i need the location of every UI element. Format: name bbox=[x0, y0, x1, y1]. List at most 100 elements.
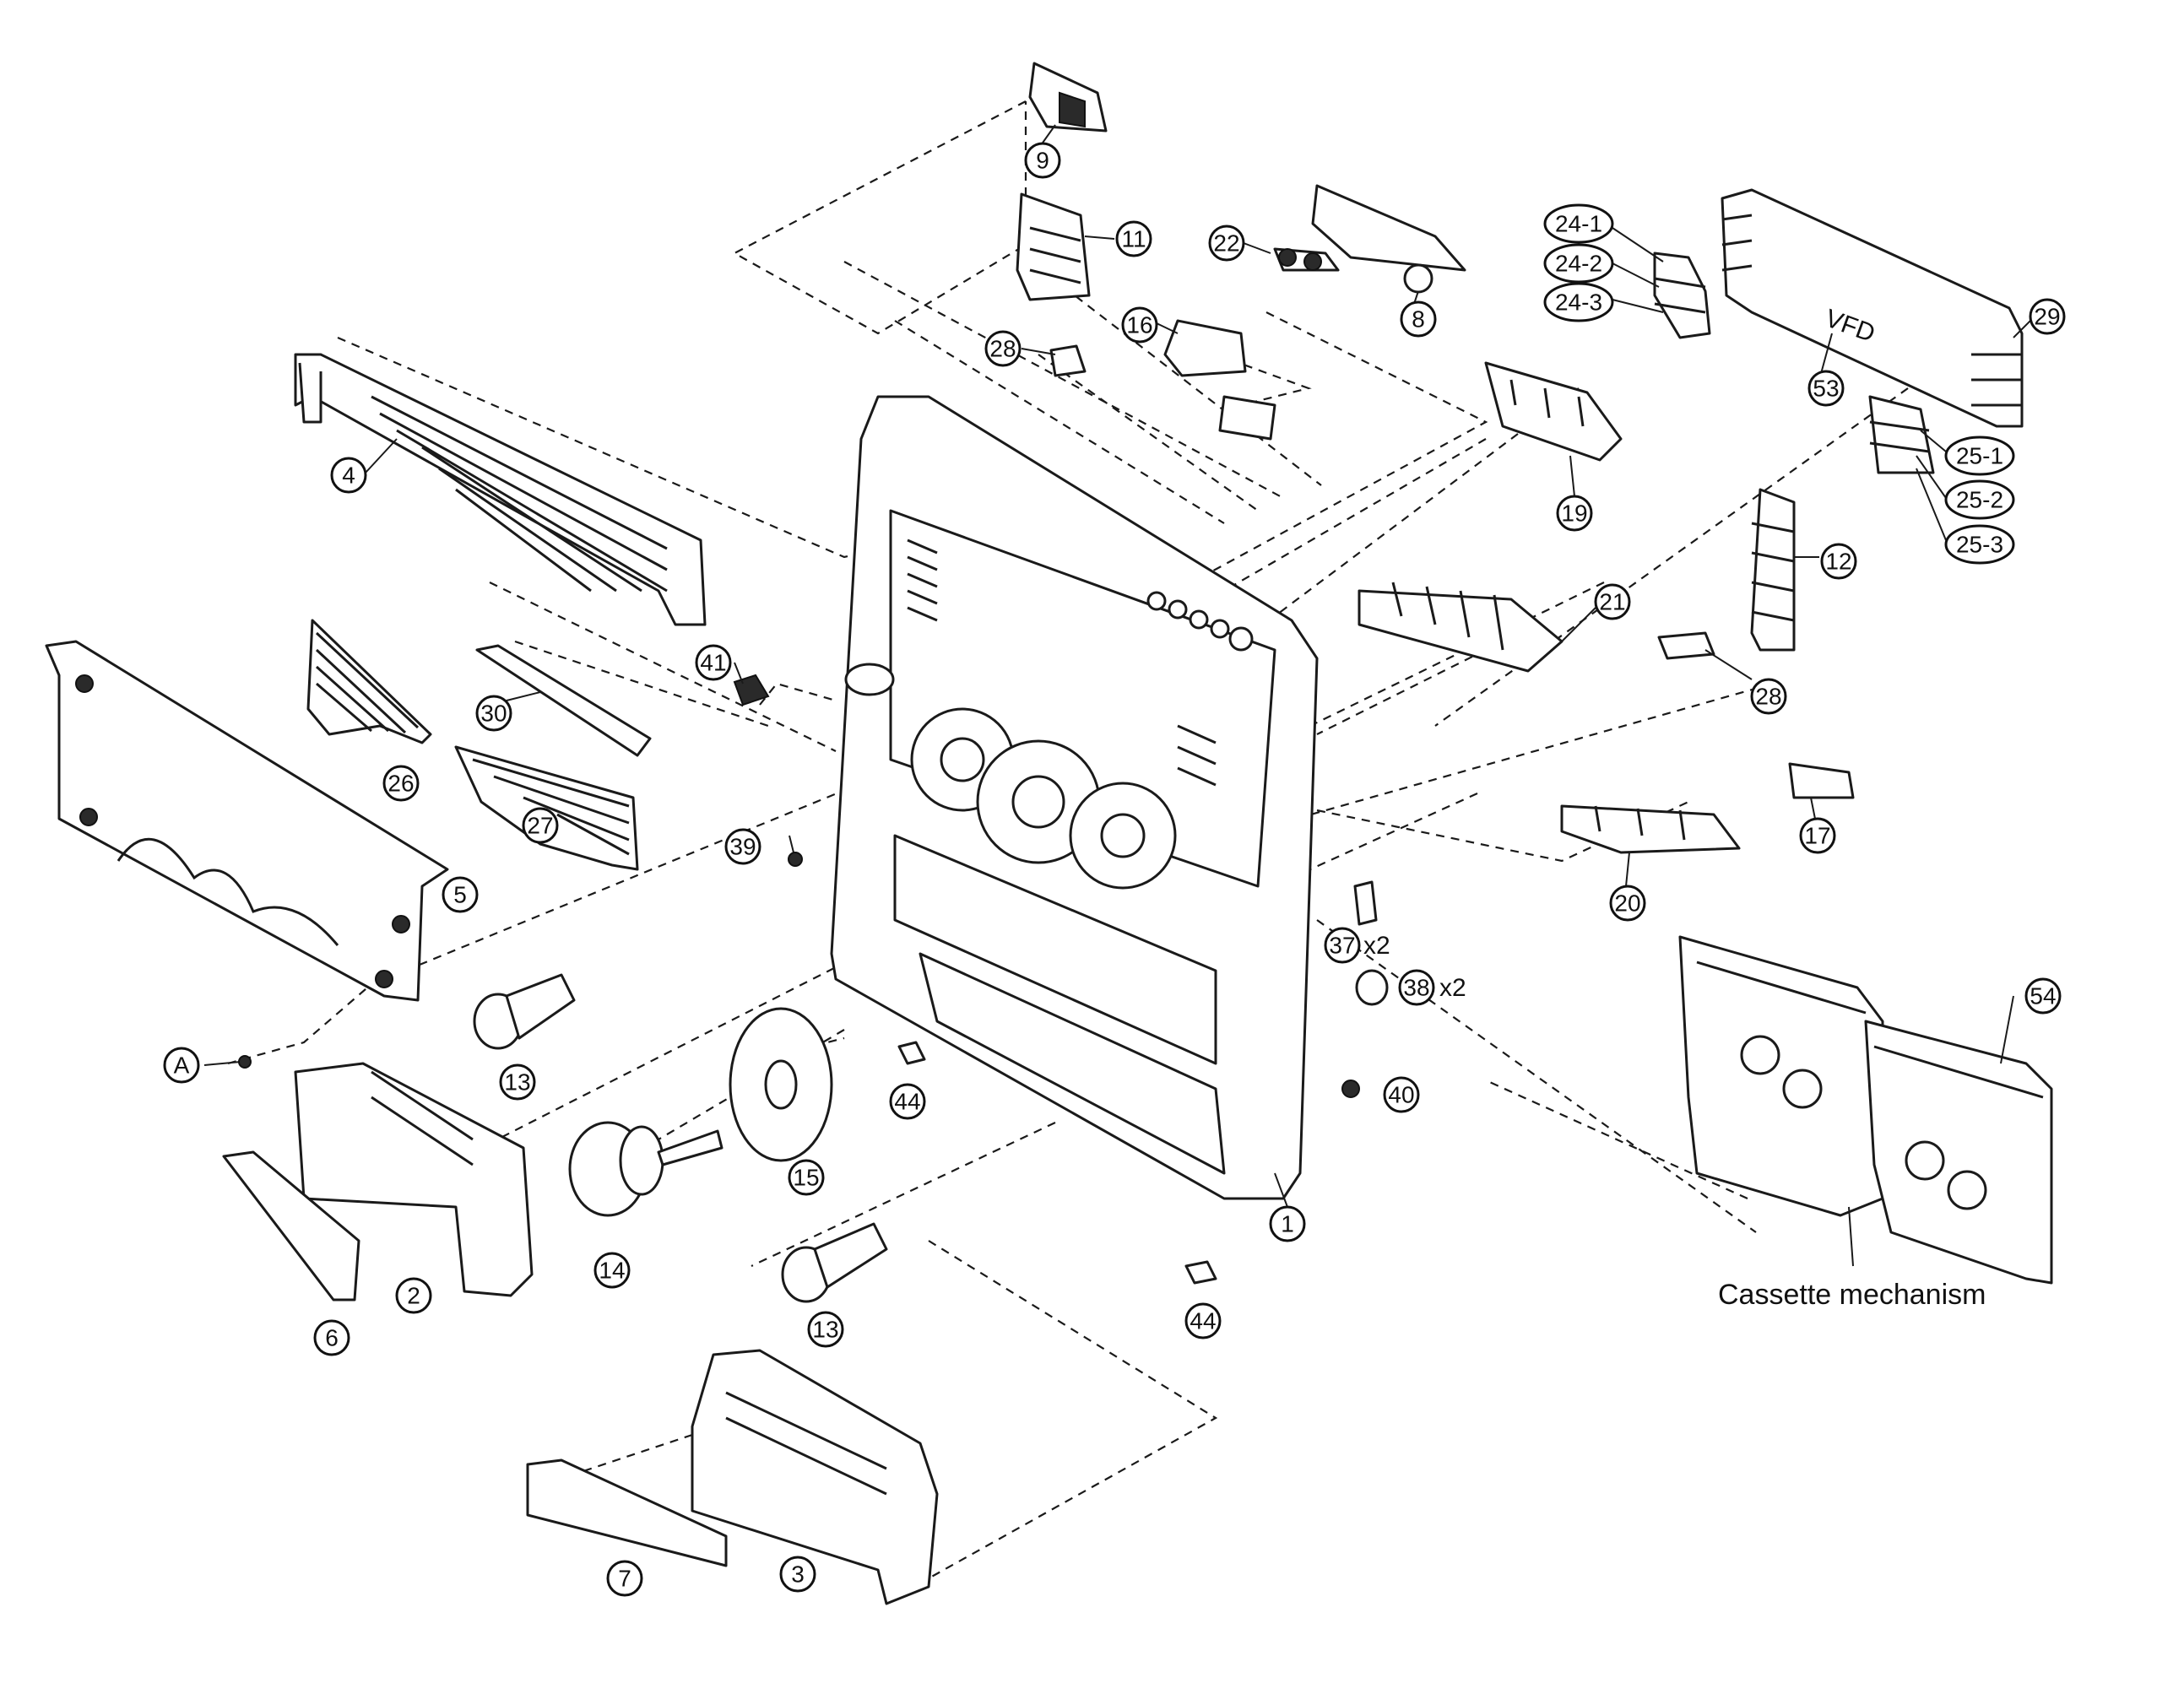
part-17-switch bbox=[1788, 762, 1855, 799]
part-24-buttons bbox=[1653, 252, 1711, 339]
part-44-pad-upper bbox=[897, 1041, 926, 1065]
callout-37: 37 bbox=[1324, 927, 1361, 964]
svg-text:16: 16 bbox=[1126, 312, 1152, 338]
part-37-clip bbox=[1353, 880, 1378, 926]
svg-text:A: A bbox=[174, 1053, 190, 1079]
callout-25-1: 25-1 bbox=[1944, 436, 2015, 476]
callout-3: 3 bbox=[779, 1556, 816, 1593]
callout-54: 54 bbox=[2024, 977, 2062, 1015]
svg-text:53: 53 bbox=[1813, 376, 1839, 402]
svg-text:13: 13 bbox=[504, 1069, 530, 1096]
callout-14: 14 bbox=[593, 1252, 631, 1289]
svg-text:11: 11 bbox=[1121, 226, 1146, 252]
callout-9: 9 bbox=[1024, 142, 1061, 179]
svg-text:44: 44 bbox=[1190, 1308, 1216, 1334]
svg-text:54: 54 bbox=[2030, 983, 2056, 1009]
svg-text:8: 8 bbox=[1412, 306, 1425, 333]
callout-16: 16 bbox=[1121, 306, 1158, 344]
part-8-switch-block bbox=[1311, 184, 1466, 294]
callout-40: 40 bbox=[1383, 1076, 1420, 1113]
part-53-vfd-display: VFD bbox=[1721, 188, 2024, 428]
part-27-grill bbox=[454, 745, 639, 871]
screw-a bbox=[203, 1055, 252, 1069]
svg-text:25-2: 25-2 bbox=[1956, 487, 2003, 513]
svg-text:7: 7 bbox=[618, 1566, 631, 1592]
part-14-knob bbox=[568, 1121, 723, 1217]
part-40-spring bbox=[1341, 1080, 1360, 1098]
callout-4: 4 bbox=[330, 457, 367, 494]
svg-text:15: 15 bbox=[793, 1165, 819, 1191]
callout-38: 38 bbox=[1398, 969, 1435, 1006]
callout-13-lower: 13 bbox=[807, 1311, 844, 1348]
svg-text:20: 20 bbox=[1614, 890, 1640, 917]
svg-text:26: 26 bbox=[387, 771, 414, 797]
part-25-switches bbox=[1868, 395, 1935, 474]
part-30-strip bbox=[475, 644, 652, 757]
callout-13-upper: 13 bbox=[499, 1063, 536, 1101]
svg-text:25-1: 25-1 bbox=[1956, 443, 2003, 469]
qty-37: x2 bbox=[1363, 932, 1390, 960]
leader-lines bbox=[227, 100, 1909, 1579]
part-26-grill bbox=[306, 619, 432, 744]
callout-20: 20 bbox=[1609, 885, 1646, 922]
callout-24-1: 24-1 bbox=[1543, 203, 1614, 244]
svg-text:4: 4 bbox=[342, 463, 355, 489]
callout-22: 22 bbox=[1208, 225, 1245, 262]
svg-text:5: 5 bbox=[453, 882, 467, 908]
callout-8: 8 bbox=[1400, 300, 1437, 338]
part-16-switch bbox=[1163, 319, 1276, 441]
part-21-switch-row bbox=[1358, 582, 1563, 673]
callout-29: 29 bbox=[2029, 298, 2066, 335]
callout-5: 5 bbox=[442, 876, 479, 913]
part-28-clip-lower bbox=[1657, 631, 1715, 660]
callout-27: 27 bbox=[522, 807, 559, 844]
callout-6: 6 bbox=[313, 1319, 350, 1356]
svg-text:39: 39 bbox=[729, 834, 756, 860]
part-6-strip bbox=[222, 1150, 360, 1301]
svg-text:3: 3 bbox=[791, 1561, 805, 1588]
svg-text:41: 41 bbox=[700, 650, 726, 676]
svg-text:24-2: 24-2 bbox=[1555, 251, 1602, 277]
callout-24-3: 24-3 bbox=[1543, 282, 1614, 322]
part-9-switch bbox=[1028, 62, 1108, 133]
part-39-spring bbox=[788, 835, 803, 867]
callout-44-upper: 44 bbox=[889, 1083, 926, 1120]
svg-text:28: 28 bbox=[989, 336, 1016, 362]
callout-11: 11 bbox=[1115, 220, 1152, 257]
svg-text:12: 12 bbox=[1825, 549, 1851, 575]
svg-text:1: 1 bbox=[1281, 1211, 1294, 1237]
callout-53: 53 bbox=[1807, 370, 1845, 407]
svg-text:21: 21 bbox=[1599, 589, 1625, 615]
svg-text:24-3: 24-3 bbox=[1555, 290, 1602, 316]
svg-text:27: 27 bbox=[527, 813, 553, 839]
part-13-knob-upper bbox=[473, 973, 576, 1050]
part-2-bracket bbox=[294, 1062, 534, 1297]
svg-text:25-3: 25-3 bbox=[1956, 532, 2003, 558]
callout-1: 1 bbox=[1269, 1205, 1306, 1242]
part-20-switch-pair bbox=[1560, 804, 1741, 854]
svg-text:17: 17 bbox=[1804, 823, 1830, 849]
part-3-bracket bbox=[691, 1349, 939, 1605]
svg-text:28: 28 bbox=[1755, 684, 1781, 710]
svg-text:13: 13 bbox=[812, 1317, 838, 1343]
callout-28-upper: 28 bbox=[984, 330, 1022, 367]
svg-text:24-1: 24-1 bbox=[1555, 211, 1602, 237]
callout-19: 19 bbox=[1556, 495, 1593, 532]
svg-text:30: 30 bbox=[480, 701, 507, 727]
callout-2: 2 bbox=[395, 1277, 432, 1314]
svg-text:6: 6 bbox=[325, 1325, 339, 1351]
svg-text:40: 40 bbox=[1388, 1082, 1414, 1108]
callout-44-lower: 44 bbox=[1184, 1302, 1222, 1339]
callout-15: 15 bbox=[788, 1159, 825, 1196]
part-7-strip bbox=[526, 1458, 728, 1567]
part-44-pad-lower bbox=[1184, 1260, 1217, 1285]
svg-text:14: 14 bbox=[599, 1258, 625, 1284]
svg-text:2: 2 bbox=[407, 1283, 420, 1309]
part-11-switch-stack bbox=[1016, 192, 1091, 301]
callout-7: 7 bbox=[606, 1560, 643, 1597]
callout-30: 30 bbox=[475, 695, 512, 732]
part-12-switch-column bbox=[1750, 488, 1796, 652]
part-1-front-panel bbox=[830, 395, 1319, 1200]
callout-25-2: 25-2 bbox=[1944, 479, 2015, 520]
